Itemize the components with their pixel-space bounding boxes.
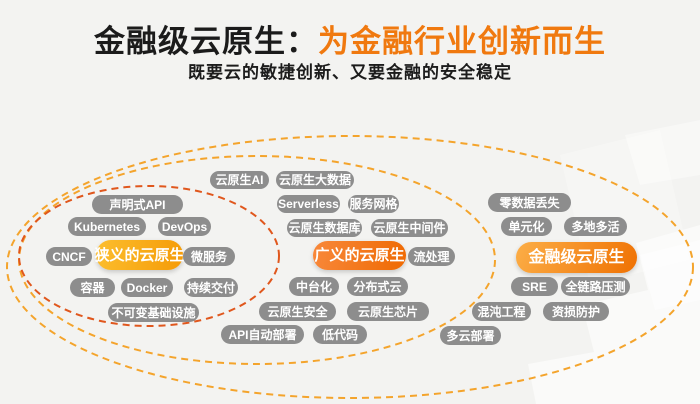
title-orange-part: 为金融行业创新而生 [318,24,606,59]
tag-kubernetes: Kubernetes [68,217,146,236]
ellipse-financial-boundary [6,135,694,399]
tag-full-link-stress-test: 全链路压测 [561,277,630,296]
tag-cloud-native-chip: 云原生芯片 [347,302,429,321]
tag-devops: DevOps [158,217,211,236]
tag-zero-data-loss: 零数据丢失 [488,193,571,212]
tag-distributed-cloud: 分布式云 [347,277,408,296]
tag-stream-processing: 流处理 [408,247,455,266]
title-black-part: 金融级云原生： [94,24,318,59]
center-pill-narrow-cloud-native: 狭义的云原生 [95,240,185,270]
tag-multi-site-active: 多地多活 [564,217,627,236]
tag-declarative-api: 声明式API [92,195,183,214]
page-title: 金融级云原生：为金融行业创新而生 [0,16,700,61]
page-subtitle: 既要云的敏捷创新、又要金融的安全稳定 [188,63,512,82]
tag-unitization: 单元化 [501,217,552,236]
tag-cloud-native-ai: 云原生AI [210,171,269,189]
tag-low-code: 低代码 [313,325,367,344]
tag-continuous-delivery: 持续交付 [184,278,238,297]
tag-api-auto-deploy: API自动部署 [221,325,304,344]
center-pill-broad-cloud-native: 广义的云原生 [313,241,406,270]
tag-capital-loss-prevention: 资损防护 [543,302,609,321]
tag-cloud-native-middleware: 云原生中间件 [371,219,448,237]
tag-service-mesh: 服务网格 [348,195,399,213]
tag-docker: Docker [121,278,173,297]
tag-chaos-engineering: 混沌工程 [472,302,531,321]
tag-container: 容器 [70,278,115,297]
tag-sre: SRE [511,277,558,296]
tag-cncf: CNCF [46,247,92,266]
tag-cloud-native-security: 云原生安全 [259,302,336,321]
ellipse-narrow-boundary [18,185,280,327]
tag-multi-cloud-deploy: 多云部署 [440,326,501,345]
tag-microservices: 微服务 [183,247,235,266]
tag-cloud-native-database: 云原生数据库 [287,219,362,237]
tag-immutable-infrastructure: 不可变基础设施 [108,303,199,322]
tag-cloud-native-bigdata: 云原生大数据 [276,171,354,189]
tag-middle-platform: 中台化 [289,277,339,296]
center-pill-financial-cloud-native: 金融级云原生 [516,242,637,273]
tag-serverless: Serverless [277,195,340,213]
